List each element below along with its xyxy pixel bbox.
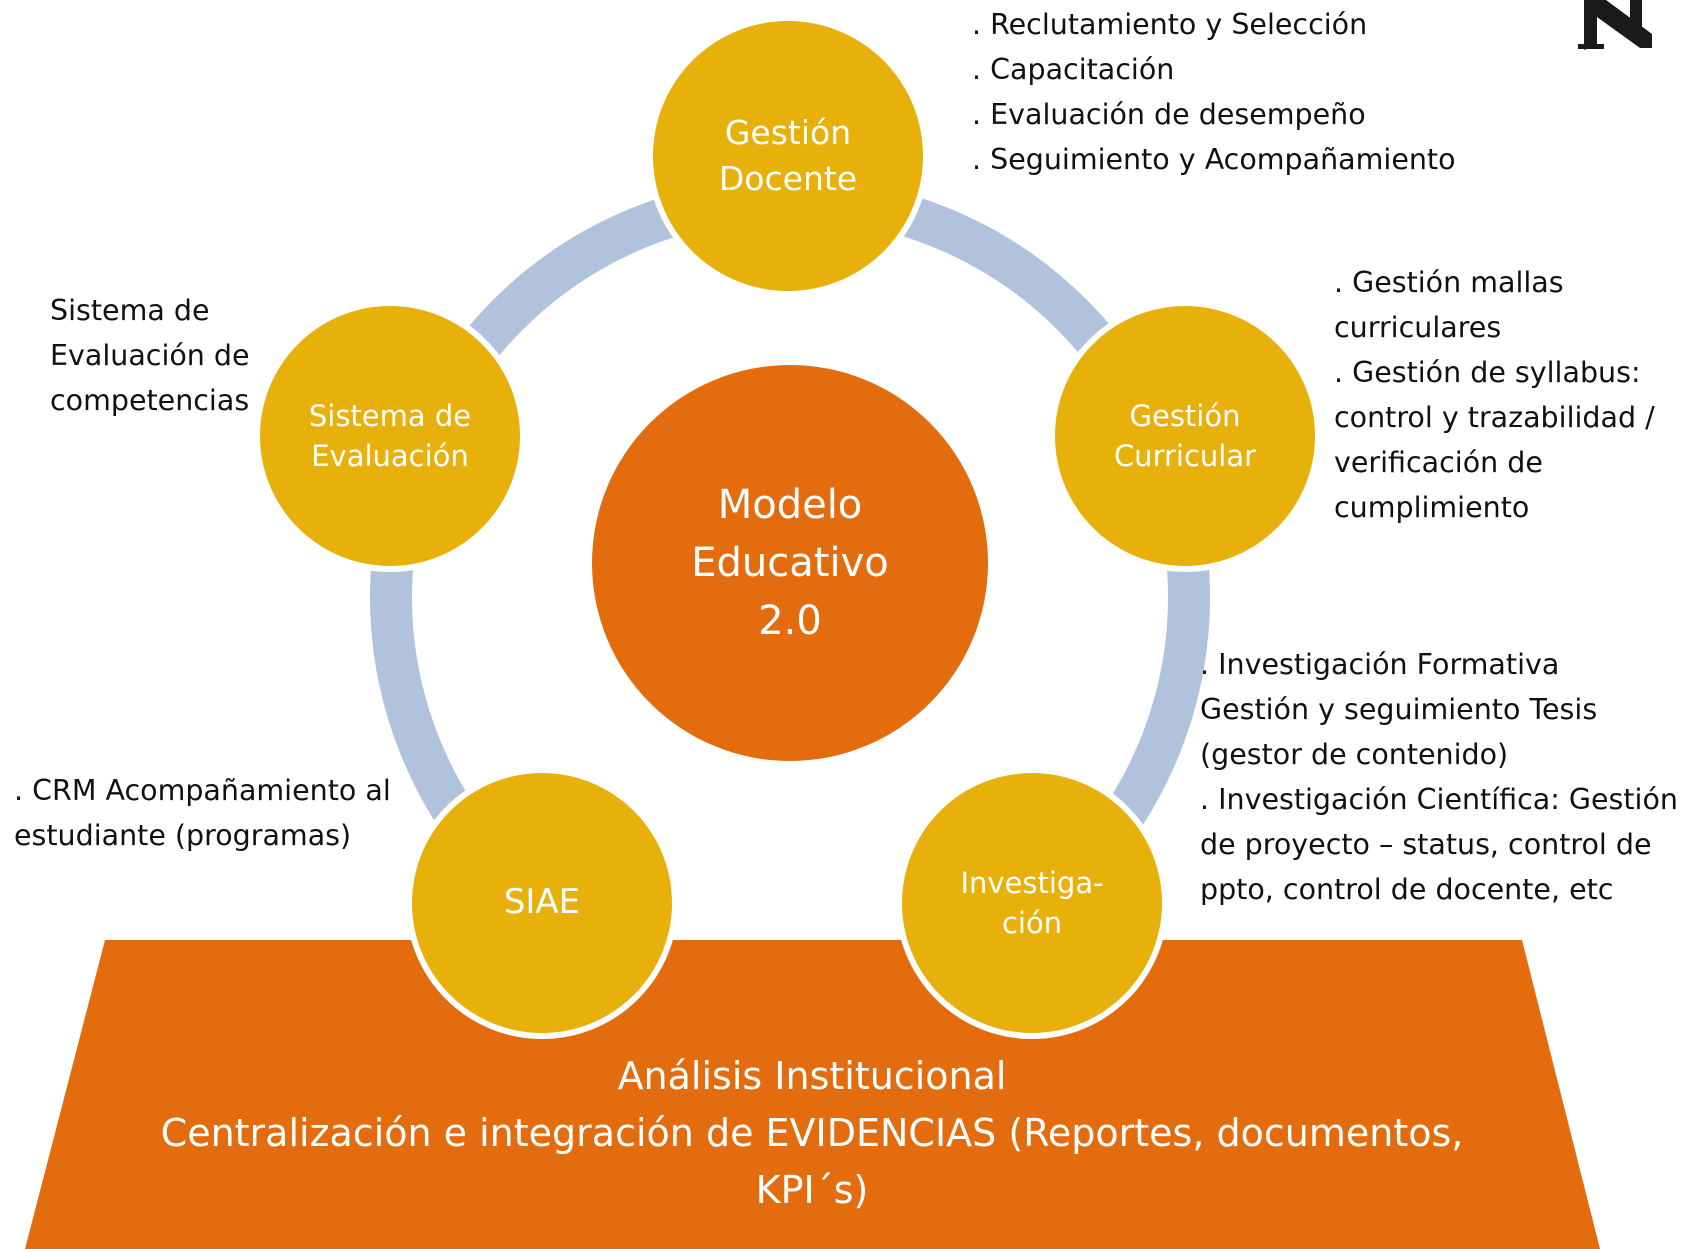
center-label-line3: 2.0	[758, 598, 822, 644]
node-sistema-evaluacion-label: Sistema de Evaluación	[257, 376, 523, 496]
gestion-curricular-notes: . Gestión mallas curriculares . Gestión …	[1334, 260, 1655, 530]
note-line: . Reclutamiento y Selección	[972, 8, 1368, 41]
node-label-line2: Docente	[718, 159, 858, 198]
node-investigacion	[896, 767, 1168, 1039]
note-line: Sistema de	[50, 294, 210, 327]
base-title: Análisis Institucional	[617, 1054, 1007, 1098]
base-text: Análisis Institucional Centralización e …	[60, 1048, 1564, 1219]
node-label-line2: Curricular	[1113, 439, 1257, 473]
node-label-line1: Investiga-	[960, 866, 1104, 900]
note-line: . Capacitación	[972, 53, 1175, 86]
note-line: . Investigación Científica: Gestión	[1200, 783, 1678, 816]
note-line: control y trazabilidad /	[1334, 401, 1655, 434]
note-line: . Investigación Formativa	[1200, 648, 1560, 681]
center-label: Modelo Educativo 2.0	[592, 430, 988, 696]
siae-notes: . CRM Acompañamiento al estudiante (prog…	[14, 768, 391, 858]
base-subtitle-line2: KPI´s)	[755, 1168, 869, 1212]
investigacion-notes: . Investigación Formativa Gestión y segu…	[1200, 642, 1678, 912]
note-line: . Seguimiento y Acompañamiento	[972, 143, 1456, 176]
center-circle	[592, 365, 988, 761]
note-line: . Gestión de syllabus:	[1334, 356, 1641, 389]
node-label-line1: SIAE	[503, 882, 581, 923]
note-line: competencias	[50, 384, 250, 417]
node-siae	[406, 767, 678, 1039]
note-line: . Evaluación de desempeño	[972, 98, 1366, 131]
node-label-line2: ción	[1001, 906, 1063, 940]
node-label-line1: Gestión	[1129, 399, 1241, 433]
note-line: curriculares	[1334, 311, 1502, 344]
serif-n-logo-icon	[1578, 0, 1652, 50]
center-label-line1: Modelo	[717, 482, 863, 528]
center-label-line2: Educativo	[691, 540, 889, 586]
node-label-line2: Evaluación	[311, 439, 469, 473]
gestion-docente-notes: . Reclutamiento y Selección . Capacitaci…	[972, 2, 1456, 182]
note-line: Evaluación de	[50, 339, 250, 372]
node-label-line1: Gestión	[724, 113, 852, 152]
note-line: verificación de	[1334, 446, 1543, 479]
base-subtitle-line1: Centralización e integración de EVIDENCI…	[160, 1111, 1464, 1155]
note-line: ppto, control de docente, etc	[1200, 873, 1614, 906]
node-investigacion-label: Investiga- ción	[899, 843, 1165, 963]
note-line: . Gestión mallas	[1334, 266, 1564, 299]
note-line: . CRM Acompañamiento al	[14, 774, 391, 807]
note-line: Gestión y seguimiento Tesis	[1200, 693, 1598, 726]
note-line: de proyecto – status, control de	[1200, 828, 1652, 861]
note-line: estudiante (programas)	[14, 819, 352, 852]
node-siae-label: SIAE	[409, 843, 675, 963]
note-line: cumplimiento	[1334, 491, 1530, 524]
node-gestion-curricular-label: Gestión Curricular	[1052, 376, 1318, 496]
node-gestion-docente	[647, 15, 929, 297]
note-line: (gestor de contenido)	[1200, 738, 1509, 771]
sistema-evaluacion-notes: Sistema de Evaluación de competencias	[50, 288, 250, 423]
node-gestion-docente-label: Gestión Docente	[650, 86, 926, 226]
node-sistema-evaluacion	[254, 300, 526, 572]
node-gestion-curricular	[1049, 300, 1321, 572]
institutional-analysis-base	[25, 940, 1600, 1249]
node-label-line1: Sistema de	[308, 399, 472, 433]
